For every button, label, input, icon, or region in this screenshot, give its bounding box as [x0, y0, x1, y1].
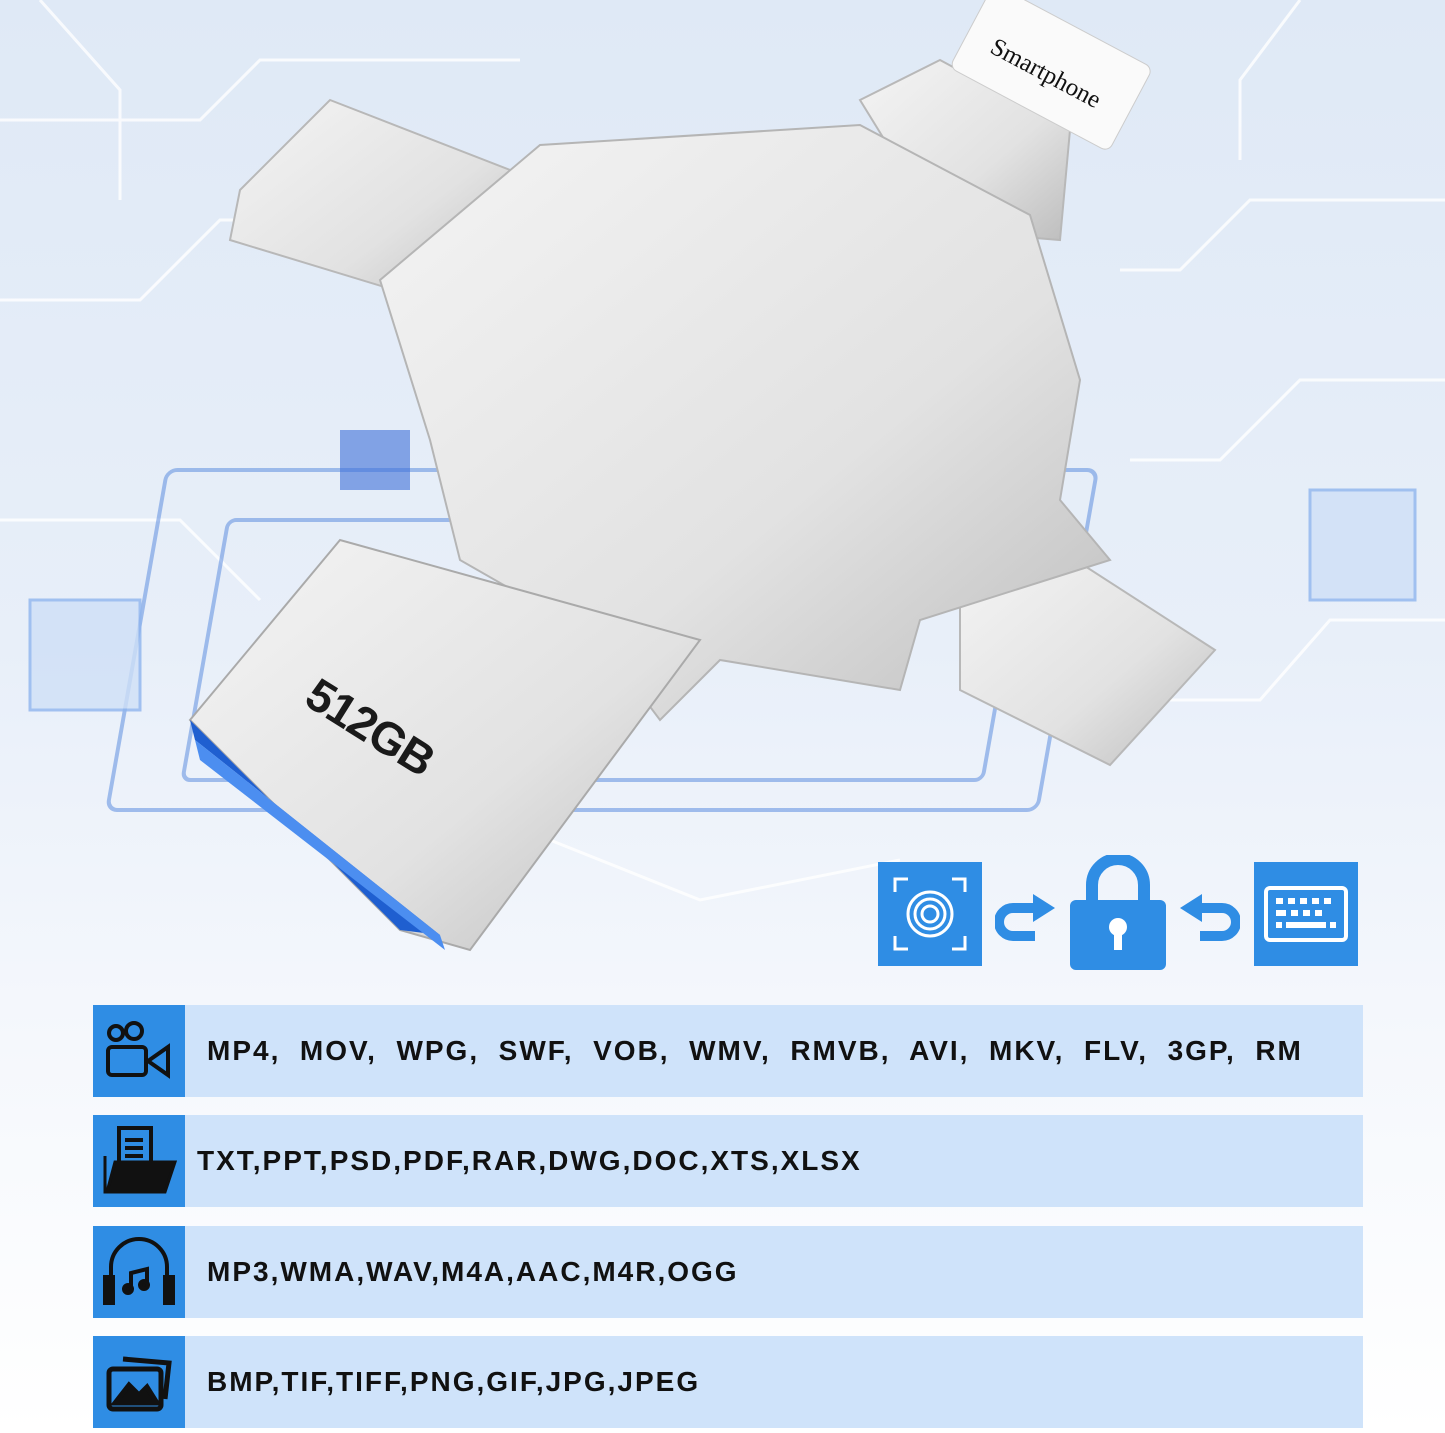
usb-flash-drive [188, 0, 1217, 952]
format-row-audio: MP3,WMA,WAV,M4A,AAC,M4R,OGG [93, 1226, 1363, 1318]
lock-icon [1070, 855, 1166, 970]
image-gallery-icon [93, 1336, 185, 1428]
video-camera-icon [93, 1005, 185, 1097]
fingerprint-icon [878, 862, 982, 966]
keyboard-badge [1254, 862, 1358, 966]
document-folder-icon [93, 1115, 185, 1207]
chip-decoration [340, 430, 410, 490]
arrow-left-icon [1178, 890, 1240, 950]
format-list: BMP,TIF,TIFF,PNG,GIF,JPG,JPEG [207, 1366, 701, 1397]
format-row-video: MP4, MOV, WPG, SWF, VOB, WMV, RMVB, AVI,… [93, 1005, 1363, 1097]
format-row-documents: TXT,PPT,PSD,PDF,RAR,DWG,DOC,XTS,XLSX [93, 1115, 1363, 1207]
arrow-right-icon [995, 890, 1057, 950]
format-list: TXT,PPT,PSD,PDF,RAR,DWG,DOC,XTS,XLSX [197, 1145, 862, 1176]
format-list: MP3,WMA,WAV,M4A,AAC,M4R,OGG [207, 1256, 739, 1287]
keyboard-icon [1254, 862, 1358, 966]
fingerprint-badge [878, 862, 982, 966]
format-list: MP4, MOV, WPG, SWF, VOB, WMV, RMVB, AVI,… [207, 1035, 1303, 1066]
headphones-music-icon [93, 1226, 185, 1318]
format-row-images: BMP,TIF,TIFF,PNG,GIF,JPG,JPEG [93, 1336, 1363, 1428]
